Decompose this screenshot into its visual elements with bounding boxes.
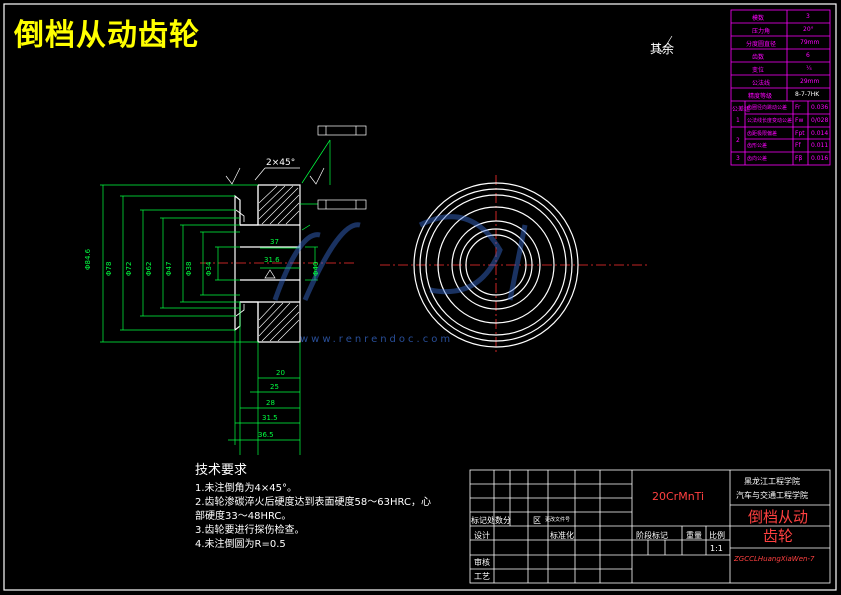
dim-d34: Φ34 (205, 261, 213, 276)
insp-4-val: 0.011 (811, 142, 829, 149)
parameter-table (730, 9, 831, 166)
dim-37: 37 (270, 238, 279, 246)
insp-2-val: 0/028 (811, 117, 829, 124)
label-ratio: 比例 (709, 531, 725, 540)
param-row-3-label: 分度圆直径 (746, 41, 777, 48)
dim-chamfer: 2×45° (266, 158, 296, 168)
watermark-logo (272, 214, 528, 302)
insp-1-sym: Fr (795, 104, 801, 111)
insp-2-sym: Fw (795, 117, 804, 124)
param-row-6-value: 29mm (800, 78, 820, 85)
title-block-lines (469, 469, 831, 584)
tech-item-3: 部硬度33～48HRC。 (195, 511, 292, 522)
insp-3-name: 齿距极限偏差 (747, 131, 778, 137)
watermark-text: www.renrendoc.com (300, 334, 454, 345)
scale-value: 1:1 (710, 544, 723, 553)
label-process: 工艺 (474, 572, 490, 581)
tech-item-2: 2.齿轮渗碳淬火后硬度达到表面硬度58～63HRC，心 (195, 497, 431, 508)
part-name: 倒档从动齿轮 (747, 508, 808, 545)
dim-365: 36.5 (258, 431, 274, 439)
label-stage: 阶段标记 (636, 531, 668, 540)
param-row-2-label: 压力角 (752, 28, 771, 35)
param-row-7-label: 精度等级 (748, 93, 773, 100)
tolerance-group-label: 公差组 (732, 106, 751, 113)
dim-d846: Φ84.6 (84, 248, 92, 270)
insp-5-sym: Fβ (795, 155, 803, 162)
dim-d38: Φ38 (185, 261, 193, 276)
dim-d72: Φ72 (125, 261, 133, 276)
param-row-4-label: 齿数 (752, 54, 765, 61)
param-row-6-label: 公法线 (752, 80, 771, 87)
param-row-1-label: 模数 (752, 15, 765, 22)
dim-25: 25 (270, 383, 279, 391)
group-1: 1 (736, 117, 740, 124)
dim-316: 31.6 (264, 256, 280, 264)
tech-item-4: 3.齿轮要进行探伤检查。 (195, 525, 305, 536)
dim-d40: Φ40 (312, 261, 320, 276)
roughness-note: 其余 (650, 42, 675, 56)
dim-d47: Φ47 (165, 261, 173, 276)
drawing-title: 倒档从动齿轮 (14, 18, 200, 53)
dim-28: 28 (266, 399, 275, 407)
dim-d78: Φ78 (105, 261, 113, 276)
tech-heading: 技术要求 (195, 463, 248, 478)
label-std: 标准化 (550, 531, 574, 540)
label-zone: 区 (533, 516, 541, 525)
param-row-1-value: 3 (806, 13, 810, 20)
dim-315: 31.5 (262, 414, 278, 422)
sheet-border (3, 3, 837, 591)
param-row-5-label: 变位 (752, 67, 765, 74)
param-row-7-value: 8-7-7HK (795, 91, 820, 98)
label-mark: 标记处数分 (471, 516, 511, 525)
param-row-5-value: ¼ (806, 65, 812, 72)
insp-3-val: 0.014 (811, 130, 829, 137)
department: 汽车与交通工程学院 (736, 491, 808, 500)
group-2: 2 (736, 137, 740, 144)
label-design: 设计 (474, 531, 490, 540)
section-view (100, 35, 673, 455)
insp-3-sym: Fpt (795, 130, 805, 137)
label-doc: 更改文件号 (545, 517, 571, 523)
group-3: 3 (736, 155, 740, 162)
insp-5-name: 齿向公差 (747, 156, 768, 162)
front-view (380, 175, 650, 355)
param-row-2-value: 20° (803, 26, 814, 33)
insp-1-val: 0.036 (811, 104, 829, 111)
tech-item-1: 1.未注倒角为4×45°。 (195, 483, 298, 494)
param-row-4-value: 6 (806, 52, 810, 59)
insp-2-name: 公法线长度变动公差 (747, 118, 793, 124)
material: 20CrMnTi (652, 490, 705, 503)
drawing-number: ZGCCLHuangXiaWen-7 (734, 555, 815, 563)
param-row-3-value: 79mm (800, 39, 820, 46)
label-review: 审核 (474, 558, 490, 567)
dim-d62: Φ62 (145, 261, 153, 276)
insp-4-sym: Ff (795, 142, 801, 149)
tech-item-5: 4.未注倒圆为R=0.5 (195, 539, 286, 550)
insp-1-name: 齿圈径向跳动公差 (747, 105, 788, 111)
insp-4-name: 齿形公差 (747, 143, 768, 149)
insp-5-val: 0.016 (811, 155, 829, 162)
label-weight: 重量 (686, 531, 702, 540)
technical-requirements: 技术要求 1.未注倒角为4×45°。 2.齿轮渗碳淬火后硬度达到表面硬度58～6… (195, 464, 431, 552)
dim-20: 20 (276, 369, 285, 377)
school-name: 黑龙江工程学院 (744, 477, 800, 486)
